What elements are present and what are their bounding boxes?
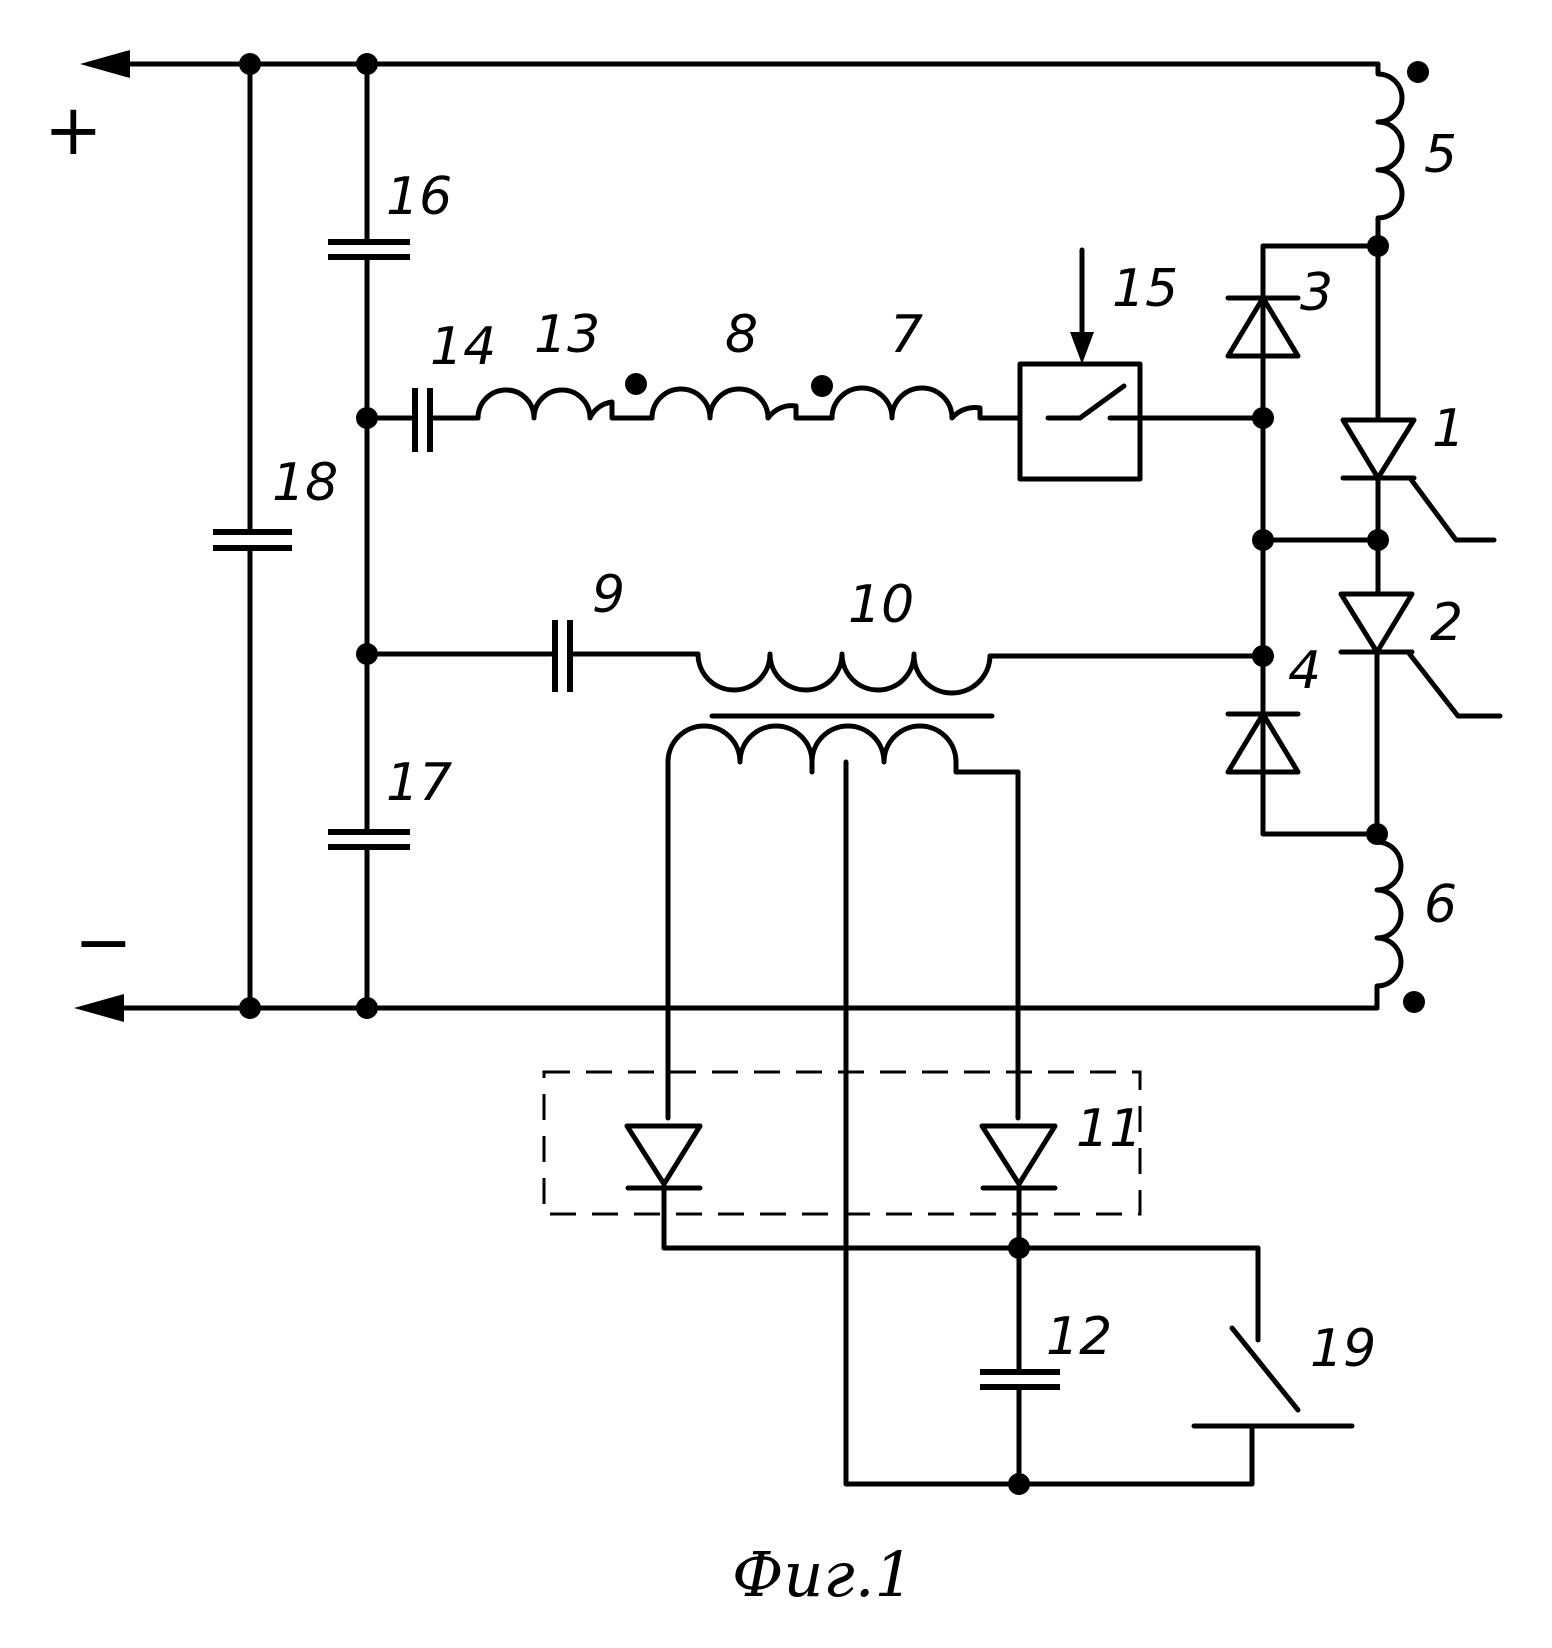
label-3: 3 xyxy=(1300,263,1333,323)
negative-terminal-label: − xyxy=(74,901,133,983)
label-17: 17 xyxy=(386,753,452,813)
label-5: 5 xyxy=(1424,125,1457,185)
label-8: 8 xyxy=(725,305,758,365)
capacitor-9 xyxy=(364,620,701,692)
label-12: 12 xyxy=(1046,1307,1112,1367)
capacitor-18 xyxy=(213,61,292,1011)
switch-15 xyxy=(1017,247,1266,482)
capacitor-17 xyxy=(328,829,410,1011)
figure-caption: Фиг.1 xyxy=(732,1538,914,1611)
label-7: 7 xyxy=(890,305,923,365)
label-11: 11 xyxy=(1076,1099,1142,1159)
capacitor-14 xyxy=(364,388,481,452)
positive-rail xyxy=(80,50,1381,78)
diode-3 xyxy=(1225,295,1301,359)
label-6: 6 xyxy=(1424,875,1457,935)
inductor-7 xyxy=(829,385,1023,421)
label-4: 4 xyxy=(1288,641,1321,701)
diode-4 xyxy=(1225,711,1301,775)
label-15: 15 xyxy=(1112,259,1178,319)
transformer-10 xyxy=(665,651,1266,1487)
inductor-6 xyxy=(1374,831,1404,1011)
label-14: 14 xyxy=(430,317,496,377)
thyristor-2 xyxy=(1338,591,1503,837)
negative-rail xyxy=(74,994,1380,1022)
label-19: 19 xyxy=(1310,1319,1376,1379)
capacitor-12 xyxy=(843,1245,1255,1487)
rectifier-11 xyxy=(542,1070,1261,1251)
label-9: 9 xyxy=(592,565,625,625)
label-18: 18 xyxy=(272,453,338,513)
label-1: 1 xyxy=(1432,399,1465,459)
switch-19 xyxy=(1191,1245,1355,1487)
label-13: 13 xyxy=(534,305,600,365)
capacitor-16 xyxy=(328,61,410,835)
junction-dots xyxy=(239,53,1389,1495)
label-2: 2 xyxy=(1430,593,1463,653)
positive-terminal-label: + xyxy=(44,89,103,171)
winding-polarity-dots xyxy=(625,61,1429,1013)
inductor-5 xyxy=(1375,61,1405,249)
inductor-8 xyxy=(649,386,835,421)
inductor-13 xyxy=(475,387,655,421)
label-16: 16 xyxy=(386,167,452,227)
label-10: 10 xyxy=(848,575,914,635)
